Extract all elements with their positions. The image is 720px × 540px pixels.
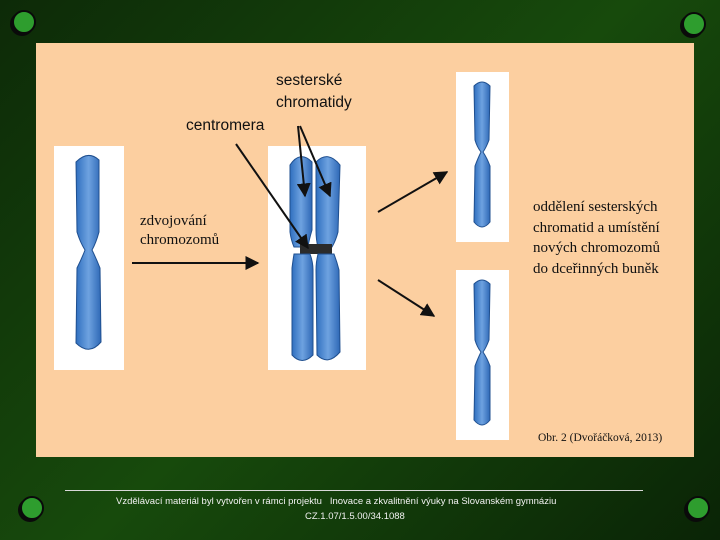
corner-bullet-icon [684, 496, 710, 522]
corner-bullet-icon [680, 12, 706, 38]
figure-caption: Obr. 2 (Dvořáčková, 2013) [538, 432, 663, 444]
centromere-label: centromera [186, 117, 265, 134]
corner-bullet-icon [10, 10, 36, 36]
footer-project-text: Vzdělávací materiál byl vytvořen v rámci… [116, 496, 557, 507]
image-daughter-chromosome-bottom [456, 270, 509, 440]
sister-chromatids-label: sesterské chromatidy [276, 72, 352, 111]
image-single-chromosome [54, 146, 124, 370]
footer-project-code: CZ.1.07/1.5.00/34.1088 [305, 511, 405, 522]
image-duplicated-chromosome [268, 146, 366, 370]
image-daughter-chromosome-top [456, 72, 509, 242]
duplication-label: zdvojování chromozomů [140, 213, 220, 248]
footer-divider [65, 490, 643, 491]
separation-label: oddělení sesterských chromatid a umístěn… [533, 199, 661, 277]
corner-bullet-icon [18, 496, 44, 522]
